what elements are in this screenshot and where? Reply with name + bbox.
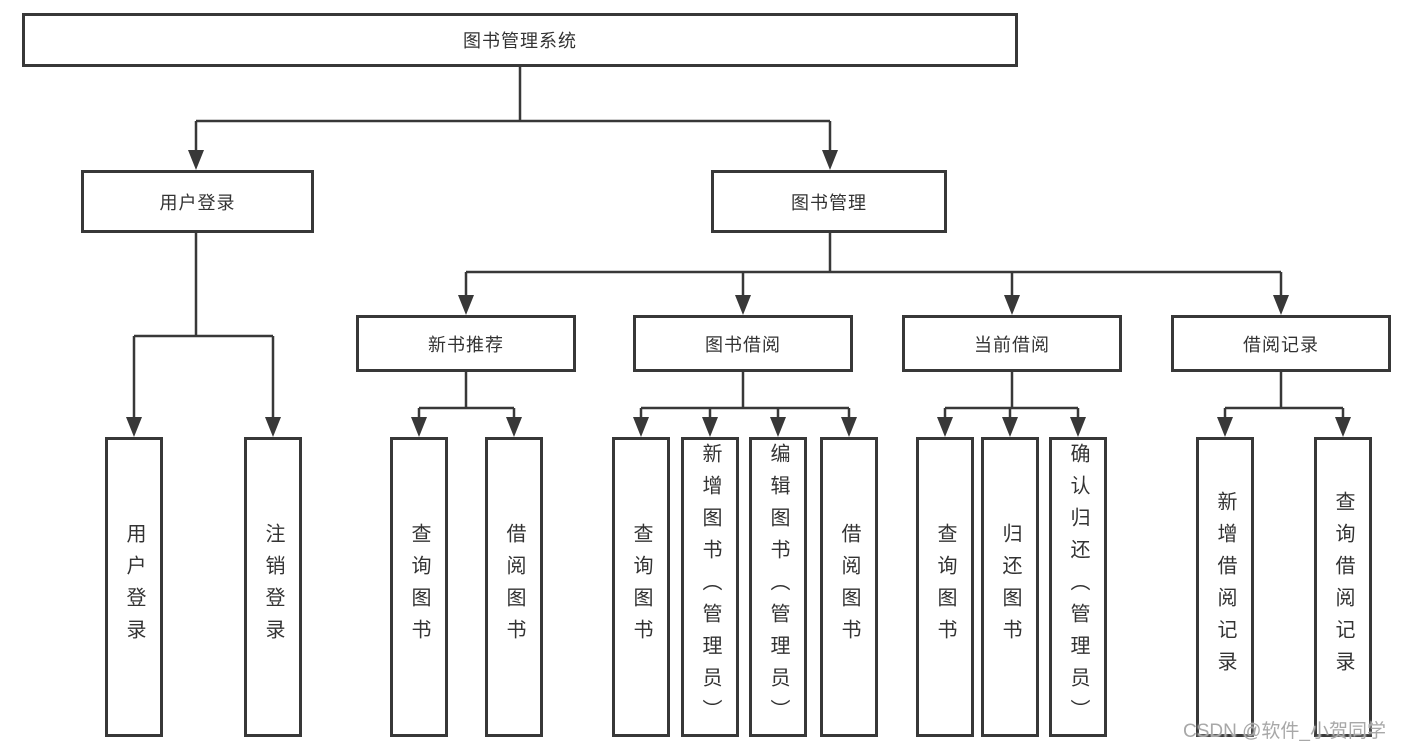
node-borrowing-borrow-books: 借阅图书 [820, 437, 878, 737]
node-label: 查询图书 [630, 523, 652, 651]
arrowhead [633, 417, 649, 437]
node-label: 图书管理 [791, 192, 867, 213]
node-label: 图书借阅 [705, 334, 781, 355]
arrowhead [1004, 295, 1020, 315]
node-user-login-action: 用户登录 [105, 437, 163, 737]
node-label: 注销登录 [262, 523, 284, 651]
arrowhead [841, 417, 857, 437]
arrowhead [1335, 417, 1351, 437]
node-label: 当前借阅 [974, 334, 1050, 355]
arrowhead [1273, 295, 1289, 315]
arrowhead [702, 417, 718, 437]
node-book-borrowing: 图书借阅 [633, 315, 853, 372]
node-label: 查询借阅记录 [1332, 491, 1354, 683]
node-label: 查询图书 [408, 523, 430, 651]
node-user-login: 用户登录 [81, 170, 314, 233]
arrowhead [822, 150, 838, 170]
arrowhead [458, 295, 474, 315]
arrowhead [411, 417, 427, 437]
arrowhead [1002, 417, 1018, 437]
node-borrowing-query-books: 查询图书 [612, 437, 670, 737]
node-label: 查询图书 [934, 523, 956, 651]
node-borrowing-records: 借阅记录 [1171, 315, 1391, 372]
node-label: 新增图书（管理员） [699, 443, 721, 731]
node-label: 借阅图书 [503, 523, 525, 651]
node-records-query-borrow-record: 查询借阅记录 [1314, 437, 1372, 737]
node-label: 新增借阅记录 [1214, 491, 1236, 683]
arrowhead [735, 295, 751, 315]
arrowhead [506, 417, 522, 437]
csdn-watermark: CSDN @软件_小贺同学 [1183, 721, 1386, 742]
node-borrowing-add-books-admin: 新增图书（管理员） [681, 437, 739, 737]
node-label: 用户登录 [159, 192, 236, 213]
arrowhead [188, 150, 204, 170]
node-current-return-books: 归还图书 [981, 437, 1039, 737]
node-new-book-recommendation: 新书推荐 [356, 315, 576, 372]
arrowhead [265, 417, 281, 437]
node-label: 图书管理系统 [463, 31, 577, 51]
node-label: 新书推荐 [428, 334, 504, 355]
node-borrowing-edit-books-admin: 编辑图书（管理员） [749, 437, 807, 737]
node-newbook-borrow-books: 借阅图书 [485, 437, 543, 737]
node-label: 借阅图书 [838, 523, 860, 651]
arrowhead [1217, 417, 1233, 437]
node-label: 归还图书 [999, 523, 1021, 651]
node-label: 借阅记录 [1243, 334, 1319, 355]
arrowhead [937, 417, 953, 437]
node-book-management: 图书管理 [711, 170, 947, 233]
node-current-borrowing: 当前借阅 [902, 315, 1122, 372]
node-label: 用户登录 [123, 523, 145, 651]
node-label: 确认归还（管理员） [1067, 443, 1089, 731]
arrowhead [126, 417, 142, 437]
node-current-query-books: 查询图书 [916, 437, 974, 737]
node-label: 编辑图书（管理员） [767, 443, 789, 731]
node-logout: 注销登录 [244, 437, 302, 737]
arrowhead [1070, 417, 1086, 437]
node-current-confirm-return-admin: 确认归还（管理员） [1049, 437, 1107, 737]
arrowhead [770, 417, 786, 437]
node-library-management-system: 图书管理系统 [22, 13, 1018, 67]
node-newbook-query-books: 查询图书 [390, 437, 448, 737]
node-records-add-borrow-record: 新增借阅记录 [1196, 437, 1254, 737]
